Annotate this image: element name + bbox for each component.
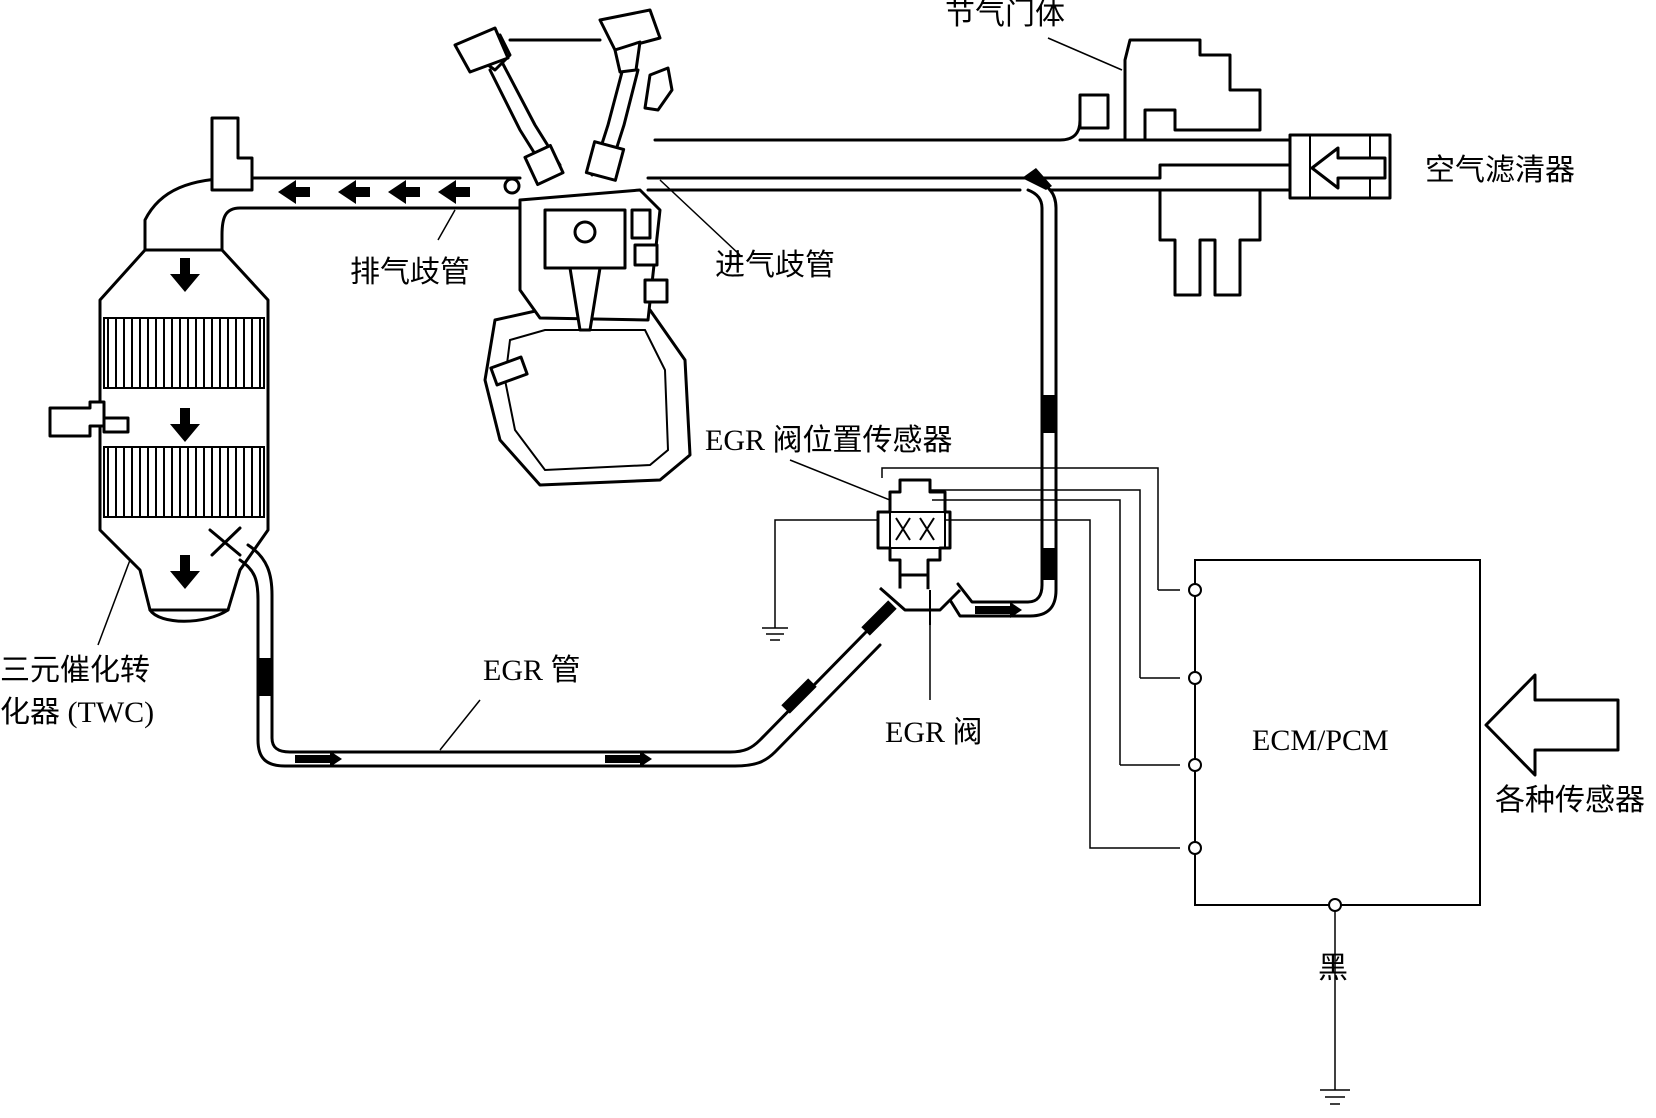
label-throttle-body: 节气门体: [945, 0, 1065, 31]
label-ecm-pcm: ECM/PCM: [1252, 724, 1389, 757]
valve-train: [453, 8, 674, 187]
wiring: [762, 467, 1350, 1105]
air-inflow-arrow: [1310, 146, 1387, 190]
label-twc-line2: 化器 (TWC): [0, 696, 154, 729]
egr-flow-arrows: [259, 168, 1055, 767]
ecm-pcm-unit: [1188, 559, 1481, 912]
throttle-body: [1078, 38, 1262, 297]
catalyst-brick-upper: [103, 317, 265, 389]
egr-valve: [876, 478, 962, 625]
label-various-sensors: 各种传感器: [1495, 784, 1645, 817]
oxygen-sensor: [48, 400, 106, 438]
leader-lines: [97, 37, 1123, 751]
label-air-cleaner: 空气滤清器: [1425, 154, 1575, 187]
label-egr-position-sensor: EGR 阀位置传感器: [705, 424, 953, 457]
label-black: 黑: [1318, 952, 1348, 985]
label-egr-valve: EGR 阀: [885, 716, 983, 749]
label-exhaust-manifold: 排气歧管: [350, 256, 470, 289]
intake-tract: [646, 118, 1392, 200]
flow-arrows-converter: [170, 258, 200, 589]
label-twc-line1: 三元催化转: [0, 654, 150, 687]
engine-cylinder: [483, 188, 692, 487]
exhaust-flow-arrows: [278, 180, 470, 204]
label-intake-manifold: 进气歧管: [715, 249, 835, 282]
label-egr-pipe: EGR 管: [483, 654, 581, 687]
sensor-input-arrow: [1484, 673, 1620, 777]
catalytic-converter: [48, 116, 522, 623]
egr-pipe: [238, 168, 1058, 768]
catalyst-brick-lower: [103, 446, 265, 518]
